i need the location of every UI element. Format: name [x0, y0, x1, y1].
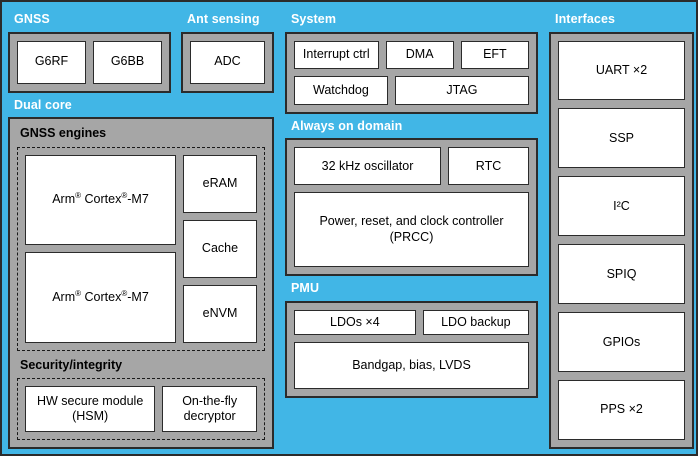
- panel-pmu: LDOs ×4 LDO backup Bandgap, bias, LVDS: [285, 300, 538, 398]
- group-label-system: System: [291, 12, 337, 26]
- block-on-the-fly-decryptor[interactable]: On-the-fly decryptor: [162, 386, 257, 432]
- block-uart[interactable]: UART ×2: [558, 40, 685, 101]
- core1-label: Arm® Cortex®-M7: [52, 288, 149, 304]
- block-watchdog[interactable]: Watchdog: [294, 76, 388, 105]
- block-envm[interactable]: eNVM: [183, 284, 257, 343]
- subsection-label-gnss-engines: GNSS engines: [20, 126, 107, 140]
- block-ldos[interactable]: LDOs ×4: [294, 309, 416, 335]
- dashed-boundary-security-integrity: HW secure module (HSM) On-the-fly decryp…: [17, 378, 265, 440]
- block-dma[interactable]: DMA: [385, 40, 454, 69]
- panel-always-on-domain: 32 kHz oscillator RTC Power, reset, and …: [285, 138, 538, 276]
- ant-sensing-block-row: ADC: [190, 40, 265, 84]
- group-label-pmu: PMU: [291, 281, 320, 295]
- core0-label: Arm® Cortex®-M7: [52, 190, 149, 207]
- subsection-gnss-engines: GNSS engines Arm® Cortex®-M7 Arm® Cortex…: [17, 126, 265, 351]
- column-right: Interfaces UART ×2 SSP I²C SPIQ GPIOs PP…: [549, 7, 694, 449]
- column-left: GNSS G6RF G6BB Ant sensing ADC: [8, 7, 274, 449]
- block-eram[interactable]: eRAM: [183, 154, 257, 213]
- block-interrupt-ctrl[interactable]: Interrupt ctrl: [294, 40, 379, 69]
- block-jtag[interactable]: JTAG: [394, 76, 529, 105]
- block-g6bb[interactable]: G6BB: [93, 40, 163, 84]
- block-bandgap-bias-lvds[interactable]: Bandgap, bias, LVDS: [294, 341, 529, 389]
- group-always-on-domain: Always on domain 32 kHz oscillator RTC P…: [285, 114, 538, 276]
- block-gpios[interactable]: GPIOs: [558, 312, 685, 373]
- block-eft[interactable]: EFT: [460, 40, 529, 69]
- block-spiq[interactable]: SPIQ: [558, 244, 685, 305]
- block-arm-cortex-m7-core1[interactable]: Arm® Cortex®-M7: [25, 252, 176, 343]
- group-interfaces: Interfaces UART ×2 SSP I²C SPIQ GPIOs PP…: [549, 7, 694, 449]
- cores-column: Arm® Cortex®-M7 Arm® Cortex®-M7: [25, 154, 176, 343]
- group-gnss: GNSS G6RF G6BB: [8, 7, 171, 93]
- block-hw-secure-module[interactable]: HW secure module (HSM): [25, 386, 156, 432]
- system-row-1: Interrupt ctrl DMA EFT: [294, 40, 529, 69]
- group-label-gnss: GNSS: [14, 12, 50, 26]
- pmu-row-1: LDOs ×4 LDO backup: [294, 309, 529, 335]
- gnss-engines-row: Arm® Cortex®-M7 Arm® Cortex®-M7 eRAM Cac…: [25, 154, 257, 343]
- panel-system: Interrupt ctrl DMA EFT Watchdog JTAG: [285, 31, 538, 114]
- group-label-interfaces: Interfaces: [555, 12, 616, 26]
- panel-interfaces: UART ×2 SSP I²C SPIQ GPIOs PPS ×2: [549, 31, 694, 449]
- group-label-dual-core: Dual core: [14, 97, 72, 112]
- block-ldo-backup[interactable]: LDO backup: [422, 309, 529, 335]
- gnss-block-row: G6RF G6BB: [17, 40, 163, 84]
- column-middle: System Interrupt ctrl DMA EFT Watchdog J…: [285, 7, 538, 449]
- block-32khz-oscillator[interactable]: 32 kHz oscillator: [294, 147, 442, 186]
- subsection-security-integrity: Security/integrity HW secure module (HSM…: [17, 357, 265, 440]
- always-on-domain-row-2: Power, reset, and clock controller (PRCC…: [294, 192, 529, 267]
- system-row-2: Watchdog JTAG: [294, 76, 529, 105]
- block-adc[interactable]: ADC: [190, 40, 265, 84]
- group-system: System Interrupt ctrl DMA EFT Watchdog J…: [285, 7, 538, 114]
- memory-column: eRAM Cache eNVM: [183, 154, 257, 343]
- panel-gnss: G6RF G6BB: [8, 31, 171, 93]
- security-block-row: HW secure module (HSM) On-the-fly decryp…: [25, 386, 257, 432]
- block-i2c[interactable]: I²C: [558, 176, 685, 237]
- subsection-label-security-integrity: Security/integrity: [20, 357, 123, 372]
- group-ant-sensing: Ant sensing ADC: [181, 7, 274, 93]
- block-prcc[interactable]: Power, reset, and clock controller (PRCC…: [294, 192, 529, 267]
- block-ssp[interactable]: SSP: [558, 108, 685, 169]
- block-arm-cortex-m7-core0[interactable]: Arm® Cortex®-M7: [25, 154, 176, 245]
- top-strip: GNSS G6RF G6BB Ant sensing ADC: [8, 7, 274, 93]
- group-label-always-on-domain: Always on domain: [291, 118, 403, 133]
- group-pmu: PMU LDOs ×4 LDO backup Bandgap, bias, LV…: [285, 276, 538, 398]
- block-pps[interactable]: PPS ×2: [558, 380, 685, 441]
- block-rtc[interactable]: RTC: [448, 147, 529, 186]
- block-cache[interactable]: Cache: [183, 219, 257, 278]
- always-on-domain-row-1: 32 kHz oscillator RTC: [294, 147, 529, 186]
- block-g6rf[interactable]: G6RF: [17, 40, 86, 84]
- panel-dual-core: GNSS engines Arm® Cortex®-M7 Arm® Cortex…: [8, 117, 274, 449]
- panel-ant-sensing: ADC: [181, 31, 274, 93]
- pmu-row-2: Bandgap, bias, LVDS: [294, 341, 529, 389]
- dashed-boundary-gnss-engines: Arm® Cortex®-M7 Arm® Cortex®-M7 eRAM Cac…: [17, 146, 265, 351]
- group-label-ant-sensing: Ant sensing: [187, 12, 260, 26]
- group-dual-core: Dual core GNSS engines Arm® Cortex®-M7 A…: [8, 93, 274, 449]
